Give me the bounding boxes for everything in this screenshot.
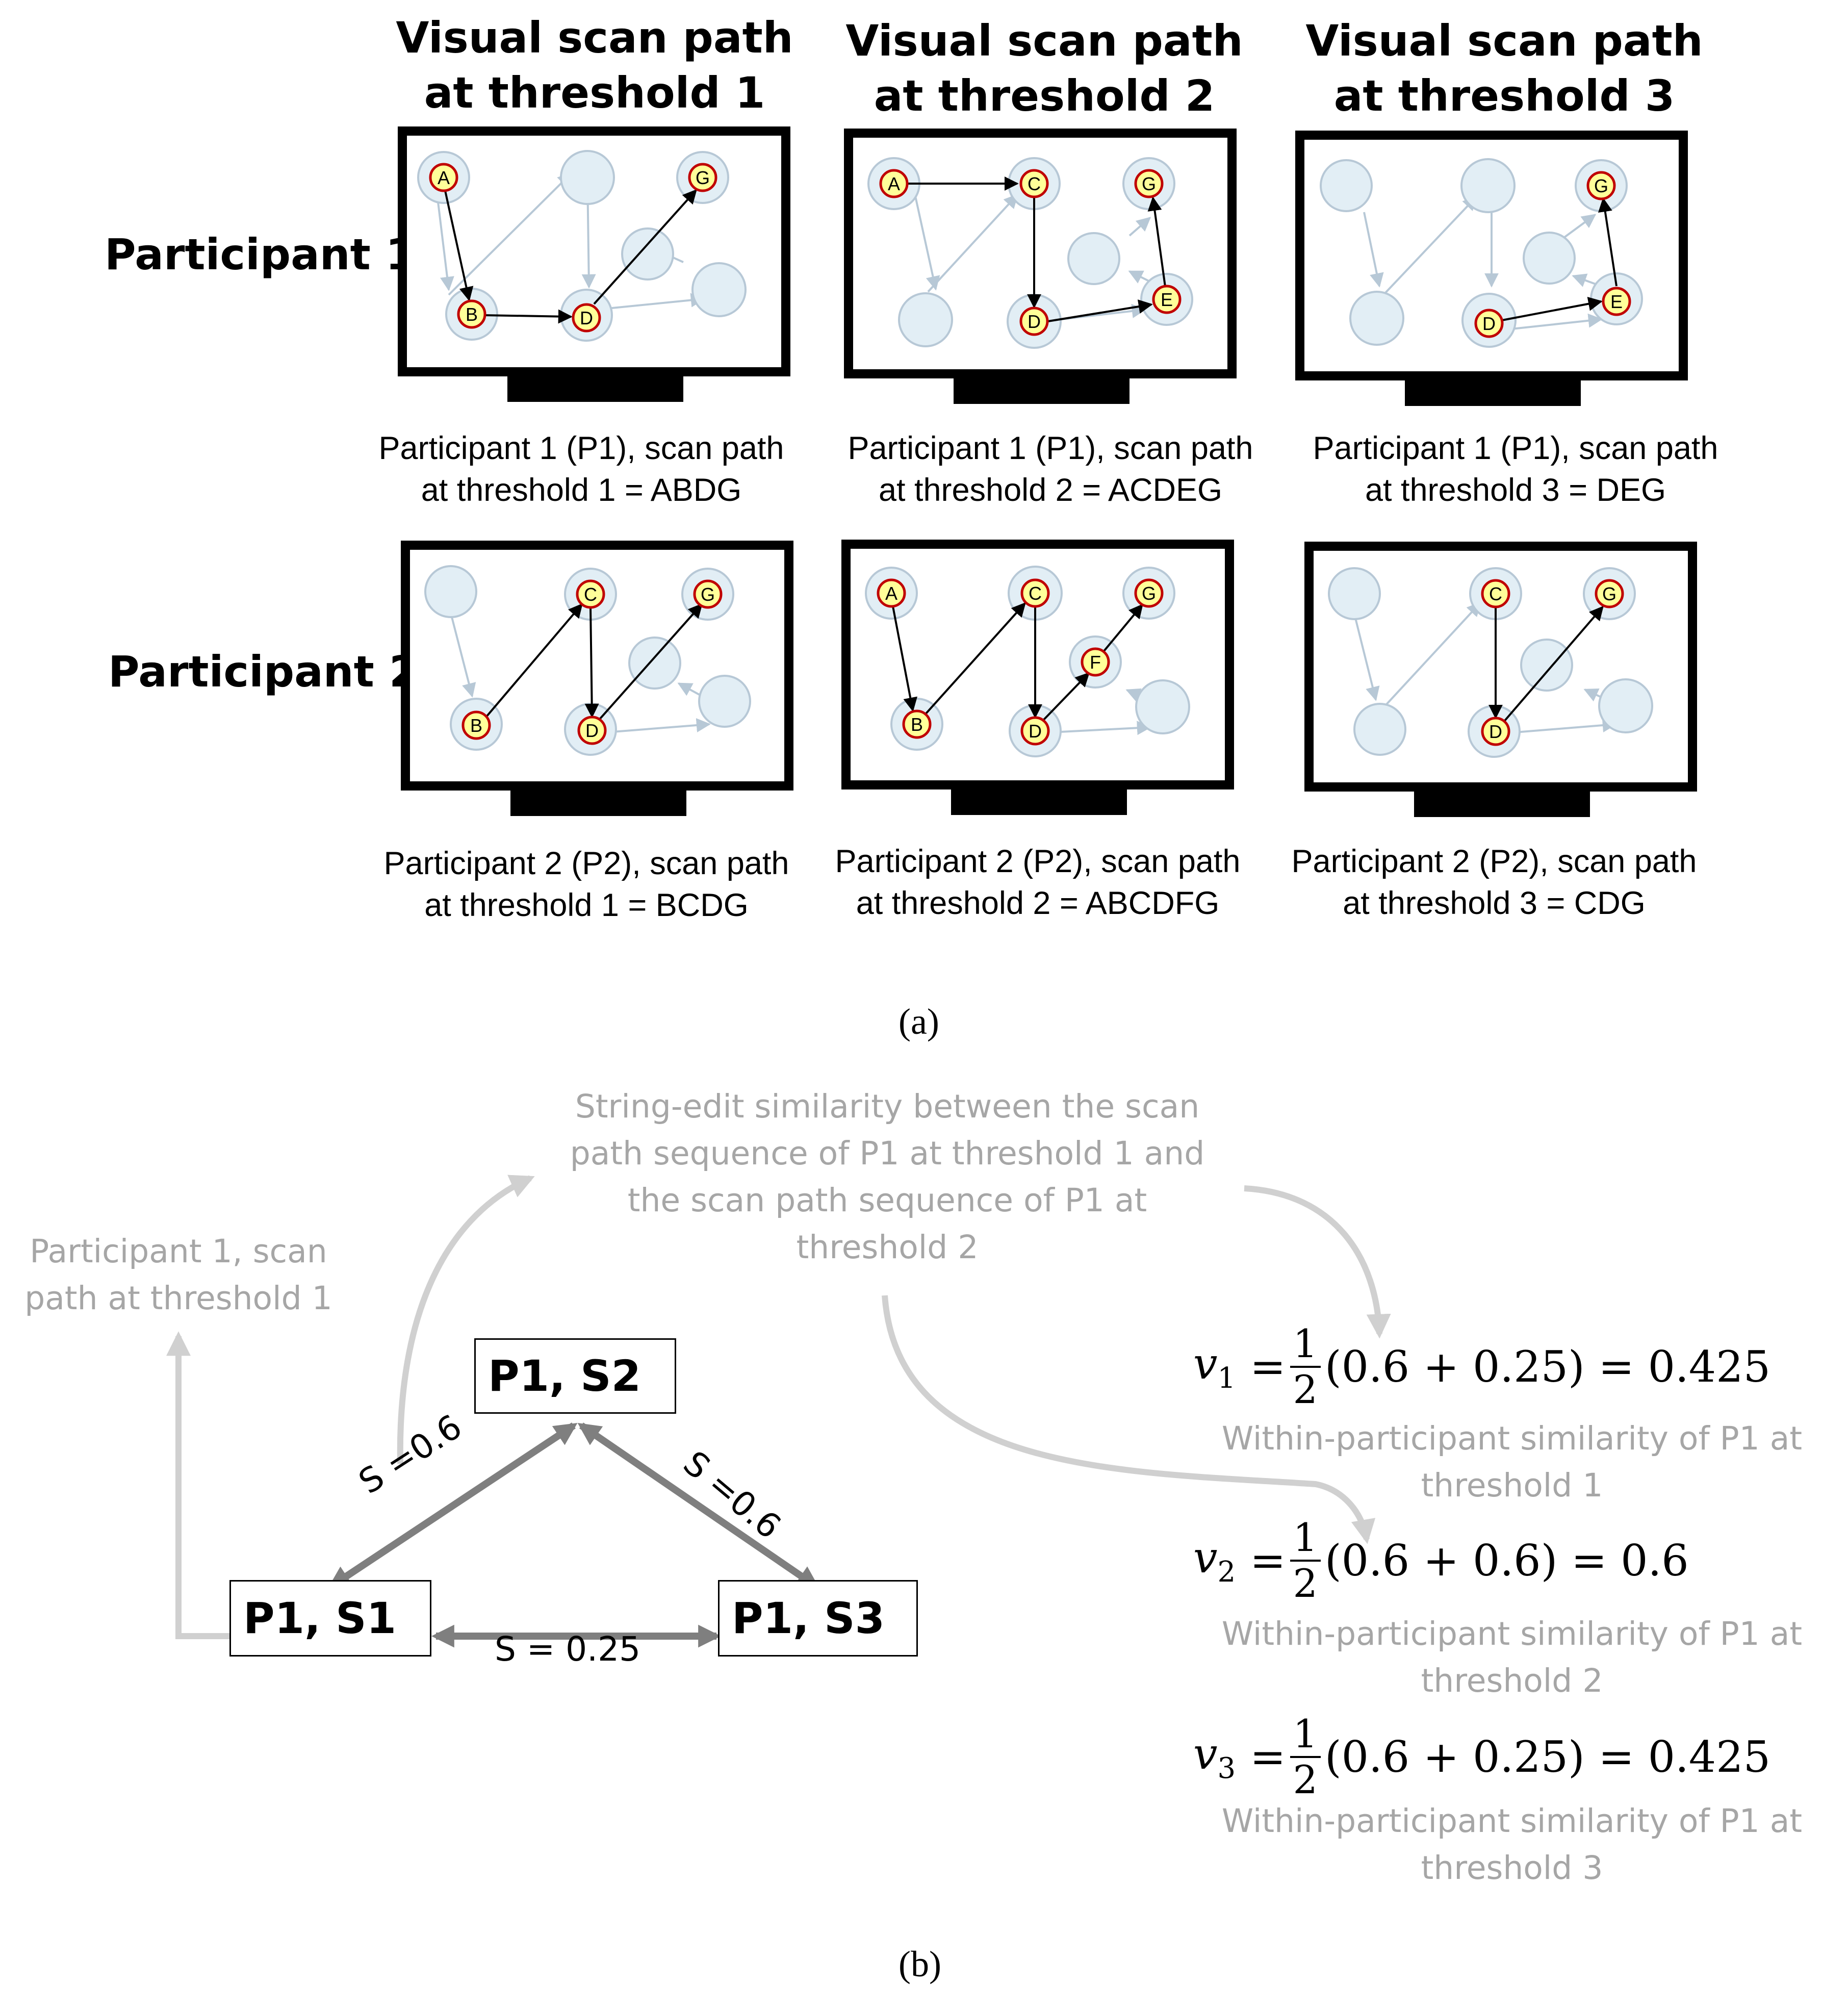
svg-text:D: D — [1482, 313, 1496, 334]
monitor-stand — [1414, 792, 1590, 817]
arrow-s1-to-left-annotation — [166, 1331, 229, 1639]
monitor-p2-threshold-3: C D G — [1304, 542, 1697, 817]
svg-text:B: B — [466, 304, 478, 325]
monitor-stand — [510, 791, 686, 816]
monitor-stand — [1405, 380, 1581, 406]
svg-text:C: C — [1029, 583, 1042, 604]
scan-path-graph: B C D G — [424, 565, 751, 756]
caption-v3: Within-participant similarity of P1 at t… — [1221, 1802, 1803, 1887]
monitor-p1-threshold-2: A C D E G — [844, 129, 1237, 404]
edge-s1-s2 — [327, 1422, 578, 1589]
scan-path-graph: A C D E G — [867, 157, 1193, 349]
column-title-threshold-1: Visual scan path at threshold 1 — [396, 13, 793, 118]
svg-text:C: C — [1028, 173, 1041, 194]
monitor-p2-threshold-2: A B C D F G — [841, 540, 1234, 815]
node-p1-s1: P1, S1 — [229, 1580, 431, 1657]
svg-text:G: G — [1602, 583, 1616, 604]
svg-text:G: G — [1142, 173, 1156, 194]
monitor-stand — [507, 376, 683, 402]
column-title-threshold-3: Visual scan path at threshold 3 — [1305, 16, 1703, 121]
annotation-participant-scan-path: Participant 1, scan path at threshold 1 — [24, 1233, 332, 1317]
svg-text:D: D — [585, 720, 599, 741]
caption-v2: Within-participant similarity of P1 at t… — [1221, 1615, 1803, 1699]
svg-text:E: E — [1610, 291, 1623, 312]
panel-label-a: (a) — [899, 1001, 939, 1042]
svg-text:E: E — [1161, 289, 1173, 310]
arrow-top-annotation-to-v2 — [882, 1295, 1376, 1544]
svg-text:D: D — [1029, 721, 1042, 742]
svg-text:B: B — [911, 714, 923, 735]
svg-text:F: F — [1090, 652, 1101, 673]
svg-text:G: G — [696, 167, 710, 188]
arrow-edge-to-top-annotation — [397, 1175, 535, 1464]
svg-text:B: B — [470, 715, 482, 736]
svg-text:C: C — [1489, 583, 1502, 604]
svg-text:D: D — [1028, 311, 1041, 332]
fixation-path — [444, 189, 697, 324]
scan-path-graph: D E G — [1320, 158, 1643, 348]
caption-v1: Within-participant similarity of P1 at t… — [1221, 1420, 1803, 1504]
monitor-p2-threshold-1: B C D G — [401, 541, 793, 816]
svg-text:G: G — [701, 584, 715, 605]
scan-path-graph: A B C D F G — [865, 566, 1190, 757]
node-p1-s3: P1, S3 — [718, 1580, 918, 1657]
svg-text:D: D — [580, 308, 593, 328]
column-title-threshold-2: Visual scan path at threshold 2 — [845, 16, 1243, 121]
monitor-stand — [954, 378, 1130, 404]
scan-path-graph: C D G — [1328, 567, 1653, 758]
panel-label-b: (b) — [899, 1944, 941, 1984]
edge-s2-s3 — [577, 1422, 820, 1589]
svg-text:C: C — [584, 584, 597, 605]
arrow-top-annotation-to-v1 — [1244, 1185, 1391, 1339]
svg-text:A: A — [888, 173, 900, 194]
row-label-participant-1: Participant 1 — [105, 230, 416, 279]
monitor-stand — [951, 789, 1127, 815]
row-label-participant-2: Participant 2 — [108, 647, 419, 697]
annotation-string-edit-similarity: String-edit similarity between the scan … — [570, 1088, 1205, 1266]
monitor-p1-threshold-3: D E G — [1295, 131, 1688, 406]
monitor-p1-threshold-1: A B D G — [398, 126, 790, 402]
svg-text:D: D — [1489, 721, 1502, 742]
svg-text:A: A — [438, 167, 450, 188]
edge-label-s1-s3: S = 0.25 — [495, 1629, 641, 1669]
svg-text:A: A — [885, 583, 897, 604]
fixation-nodes: A B D G — [429, 163, 717, 333]
scan-path-graph: A B D G — [417, 150, 747, 342]
node-p1-s2: P1, S2 — [474, 1338, 676, 1414]
svg-text:G: G — [1142, 583, 1156, 604]
svg-text:G: G — [1594, 175, 1608, 196]
